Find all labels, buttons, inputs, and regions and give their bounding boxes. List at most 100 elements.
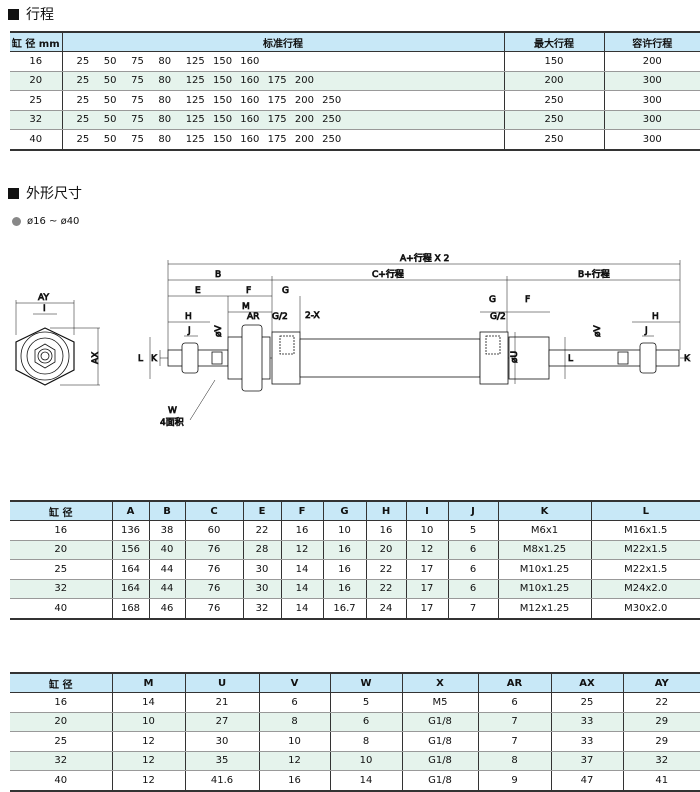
label-e: E [195, 286, 201, 296]
table-cell: 17 [405, 559, 448, 580]
table-cell: 136 [111, 520, 149, 541]
stroke-value: 250 [322, 133, 342, 145]
bore-cell: 32 [10, 110, 62, 130]
label-m: M [242, 302, 250, 312]
stroke-value: 125 [185, 114, 205, 126]
stroke-section-title: 行程 [8, 4, 54, 24]
table-cell: 41 [622, 770, 700, 791]
table-cell: M10x1.25 [497, 579, 591, 599]
stroke-value: 50 [103, 114, 117, 126]
stroke-value: 25 [76, 133, 90, 145]
table-cell: 38 [148, 520, 185, 541]
allowed-stroke-cell: 200 [603, 51, 700, 72]
table-cell: 32 [242, 598, 281, 619]
table-cell: 35 [184, 751, 259, 771]
column-header: 容许行程 [603, 32, 700, 52]
column-header: E [242, 501, 281, 521]
label-j: J [187, 326, 191, 336]
label-c-stroke: C+行程 [372, 268, 404, 280]
max-stroke-cell: 250 [503, 129, 604, 150]
label-k-right: K [684, 354, 691, 364]
table-cell: 46 [148, 598, 185, 619]
stroke-value: 150 [212, 55, 233, 67]
table-cell: 9 [477, 770, 551, 791]
table-cell: 10 [405, 520, 448, 541]
column-header: X [401, 673, 478, 693]
label-f: F [246, 286, 251, 296]
table-cell: 12 [405, 540, 448, 560]
column-header: B [148, 501, 185, 521]
label-h-right: H [652, 312, 659, 322]
table-cell: M24x2.0 [590, 579, 700, 599]
bore-cell: 40 [10, 129, 62, 150]
table-cell: 30 [242, 559, 281, 580]
table-cell: 22 [365, 559, 406, 580]
label-b-stroke: B+行程 [578, 268, 610, 280]
table-cell: 7 [477, 731, 551, 752]
table-cell: 5 [329, 692, 402, 713]
column-header: C [184, 501, 243, 521]
column-header: I [405, 501, 448, 521]
column-header: M [111, 673, 185, 693]
table-cell: 17 [405, 579, 448, 599]
table-cell: 16 [322, 559, 366, 580]
dimension-section-title: 外形尺寸 [8, 183, 82, 203]
stroke-value: 75 [131, 75, 144, 87]
stroke-value: 75 [131, 94, 144, 106]
stroke-value: 80 [158, 55, 172, 67]
table-cell: 10 [329, 751, 402, 771]
stroke-value: 125 [185, 55, 205, 67]
table-cell: 25 [10, 731, 112, 752]
max-stroke-cell: 250 [503, 110, 604, 130]
column-header: AY [622, 673, 700, 693]
max-stroke-cell: 200 [503, 71, 604, 91]
table-cell: 7 [447, 598, 498, 619]
table-cell: 12 [258, 751, 330, 771]
label-ay: AY [38, 293, 49, 303]
table-cell: 47 [550, 770, 623, 791]
table-cell: 12 [111, 751, 185, 771]
stroke-value: 125 [185, 75, 205, 87]
table-cell: 33 [550, 712, 623, 732]
stroke-value: 125 [185, 133, 205, 145]
stroke-value: 150 [212, 75, 233, 87]
stroke-value: 150 [212, 114, 233, 126]
table-cell: 16 [280, 520, 323, 541]
table-cell: 8 [329, 731, 402, 752]
table-cell: 76 [184, 540, 243, 560]
stroke-value: 200 [294, 133, 314, 145]
table-cell: 6 [477, 692, 551, 713]
label-2x: 2-X [305, 311, 320, 321]
table-cell: 12 [111, 731, 185, 752]
stroke-value: 250 [322, 114, 342, 126]
table-cell: 24 [365, 598, 406, 619]
column-header: H [365, 501, 406, 521]
table-cell: 32 [622, 751, 700, 771]
table-cell: 25 [10, 559, 112, 580]
bore-cell: 20 [10, 71, 62, 91]
label-l-right: L [568, 354, 573, 364]
column-header: G [322, 501, 366, 521]
table-cell: G1/8 [401, 731, 478, 752]
stroke-value: 160 [240, 75, 260, 87]
allowed-stroke-cell: 300 [603, 71, 700, 91]
stroke-value: 75 [131, 55, 144, 67]
stroke-value: 175 [267, 94, 287, 106]
table-cell: 30 [242, 579, 281, 599]
square-bullet-icon [8, 187, 19, 199]
column-header: U [184, 673, 259, 693]
table-cell: 14 [280, 598, 323, 619]
stroke-value: 25 [76, 114, 90, 126]
table-cell: 10 [111, 712, 185, 732]
table-cell: 41.6 [184, 770, 259, 791]
label-j-right: J [644, 326, 648, 336]
table-cell: 44 [148, 579, 185, 599]
label-l: L [138, 354, 143, 364]
